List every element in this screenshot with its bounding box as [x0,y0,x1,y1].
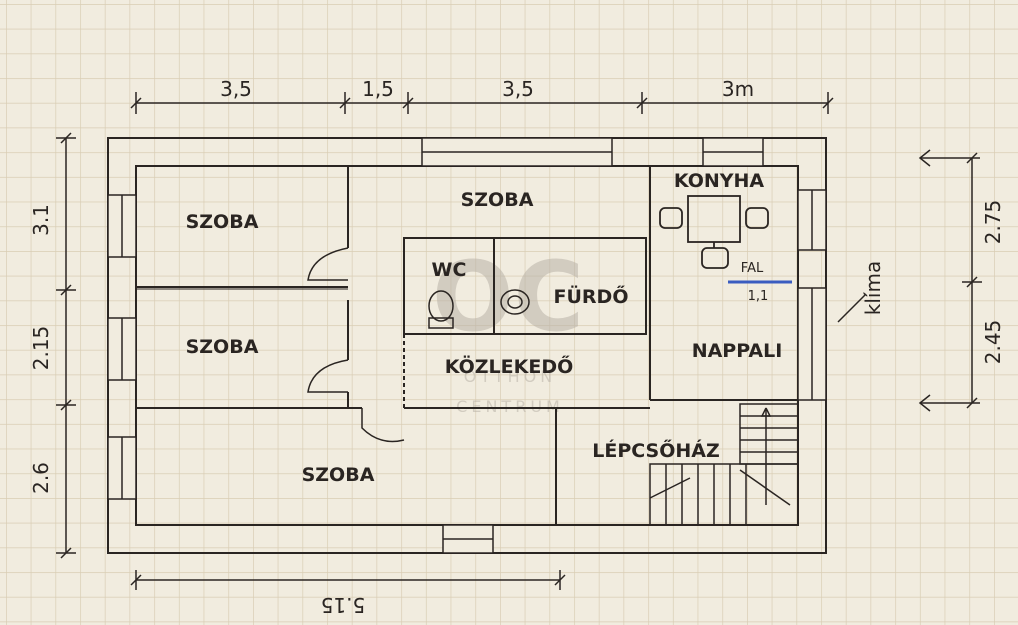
dim-top-1: 3,5 [220,77,252,101]
doors [307,247,405,443]
dim-top-4: 3m [722,77,754,101]
klima-label: klíma [861,261,885,315]
dim-top-2: 1,5 [362,77,394,101]
fal-value-label: 1,1 [748,289,769,304]
sink-icon [500,289,530,315]
dim-bottom: 5.15 [321,593,366,617]
watermark-line2: CENTRUM [456,397,564,416]
kitchen-table [659,195,769,269]
windows [107,137,827,554]
door-arc-top [307,247,349,281]
interior-walls [136,166,798,525]
dim-top-3: 3,5 [502,77,534,101]
staircase [649,403,799,526]
dim-left-2: 2.15 [29,326,53,371]
dim-left-1: 3.1 [29,204,53,236]
room-label-kozlekedo: KÖZLEKEDŐ [445,354,574,378]
chair-right-icon [745,207,769,229]
dimension-lines [56,92,982,590]
dim-right-1: 2.75 [981,200,1005,245]
fal-label: FAL [741,261,764,276]
door-arc-bottom [361,408,405,443]
room-label-wc: WC [432,259,467,281]
room-label-szoba-top-left: SZOBA [186,211,259,233]
door-arc-middle [307,359,349,393]
room-label-szoba-middle-left: SZOBA [186,336,259,358]
dim-right-2: 2.45 [981,320,1005,365]
room-label-nappali: NAPPALI [692,340,783,362]
room-label-lepcsohaz: LÉPCSŐHÁZ [592,438,720,462]
chair-bottom-icon [701,247,729,269]
toilet-icon [428,290,454,322]
fixtures [428,289,530,329]
chair-left-icon [659,207,683,229]
watermark-line1: OTTHON [464,367,556,386]
dim-left-3: 2.6 [29,462,53,494]
room-label-szoba-bottom: SZOBA [302,464,375,486]
room-label-furdo: FÜRDŐ [554,284,629,308]
room-label-szoba-top-center: SZOBA [461,189,534,211]
room-label-konyha: KONYHA [674,170,765,192]
